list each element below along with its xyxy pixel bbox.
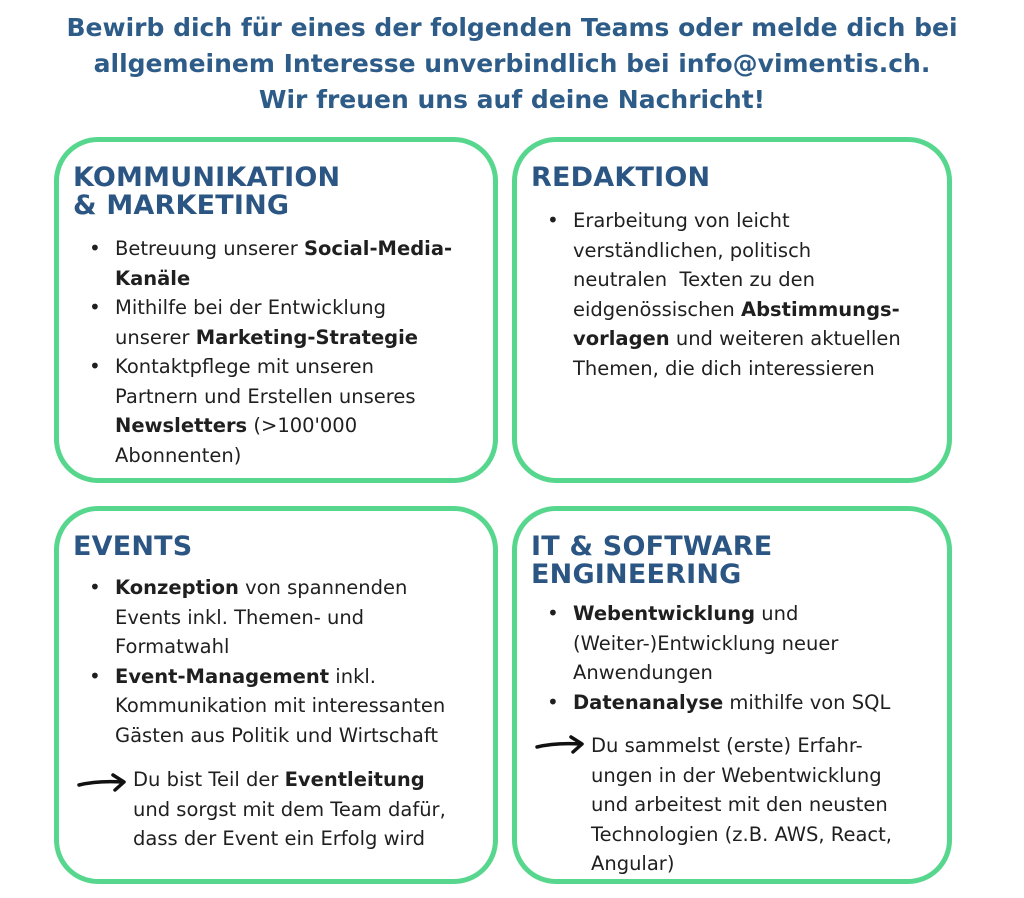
card-redaktion: REDAKTION • Erarbeitung von leicht verst… [512, 137, 952, 483]
card-kommunikation-marketing: KOMMUNIKATION & MARKETING • Betreuung un… [54, 137, 498, 483]
card-it-software-engineering: IT & SOFTWARE ENGINEERING • Webentwicklu… [512, 506, 952, 884]
bullet-icon: • [89, 295, 101, 319]
card-title-line: KOMMUNIKATION [73, 162, 341, 193]
page-header: Bewirb dich für eines der folgenden Team… [0, 10, 1024, 118]
item-list: • Konzeption von spannenden Events inkl.… [73, 573, 445, 750]
item-text-bold: Social-Media- [303, 237, 453, 260]
item-text: Kommunikation mit interessanten [115, 694, 446, 717]
item-text: unserer [115, 325, 196, 349]
item-list: • Webentwicklung und (Weiter-)Entwicklun… [531, 599, 890, 717]
item-text-bold: Abstimmungs- [741, 297, 900, 321]
item-text-bold: vorlagen [573, 327, 670, 350]
item-text: Betreuung unserer [115, 237, 304, 260]
card-title-line: EVENTS [73, 531, 193, 562]
item-text: Formatwahl [115, 635, 230, 658]
item-text: Kontaktpflege mit unseren [115, 355, 374, 378]
item-text: von spannenden [238, 576, 408, 599]
arrow-right-icon [77, 773, 126, 792]
list-item: • Betreuung unserer Social-Media- Kanäle [73, 234, 452, 293]
item-text: neutralen Texten zu den [573, 268, 816, 291]
item-text: Events inkl. Themen- und [115, 605, 365, 629]
item-text: Themen, die dich interessieren [573, 356, 875, 380]
header-line-3: Wir freuen uns auf deine Nachricht! [258, 85, 766, 114]
header-line-1: Bewirb dich für eines der folgenden Team… [66, 13, 958, 42]
bullet-icon: • [89, 236, 101, 260]
item-text: Du sammelst (erste) Erfahr- [591, 734, 863, 757]
list-item: • Konzeption von spannenden Events inkl.… [73, 573, 445, 662]
item-text-bold: Event-Management [115, 664, 330, 688]
list-item: • Erarbeitung von leicht verständlichen,… [531, 206, 901, 383]
bullet-icon: • [547, 208, 559, 232]
card-title: EVENTS [73, 533, 192, 561]
item-text: inkl. [329, 664, 376, 688]
item-text: dass der Event ein Erfolg wird [133, 827, 426, 850]
arrow-note: Du sammelst (erste) Erfahr- ungen in der… [535, 731, 945, 881]
item-text: und arbeitest mit den neusten [591, 793, 888, 816]
item-text-bold: Kanäle [115, 266, 191, 290]
item-text-bold: Webentwicklung [573, 602, 756, 625]
bullet-icon: • [89, 663, 101, 688]
arrow-right-icon [535, 735, 584, 754]
card-events: EVENTS • Konzeption von spannenden Event… [54, 506, 498, 884]
item-text: und weiteren aktuellen [669, 327, 901, 350]
item-text: und sorgst mit dem Team dafür, [133, 797, 446, 821]
list-item: • Mithilfe bei der Entwicklung unserer M… [73, 293, 452, 352]
item-text-bold: Eventleitung [284, 768, 425, 791]
item-text: eidgenössischen [573, 297, 741, 321]
item-text: verständlichen, politisch [573, 238, 812, 262]
item-text: Technologien (z.B. AWS, React, [591, 822, 892, 846]
item-text: Mithilfe bei der Entwicklung [115, 296, 386, 319]
arrow-note-text: Du sammelst (erste) Erfahr- ungen in der… [591, 731, 892, 879]
header-line-2: allgemeinem Interesse unverbindlich bei … [93, 49, 931, 78]
card-title: KOMMUNIKATION & MARKETING [73, 164, 340, 220]
item-text: mithilfe von SQL [723, 690, 891, 714]
item-text: und [755, 602, 799, 625]
item-text: Gästen aus Politik und Wirtschaft [115, 723, 439, 747]
item-text: Partnern und Erstellen unseres [115, 384, 416, 408]
list-item: • Webentwicklung und (Weiter-)Entwicklun… [531, 599, 890, 688]
bullet-icon: • [89, 354, 101, 378]
card-title-line: ENGINEERING [531, 559, 742, 590]
item-text: Du bist Teil der [133, 768, 285, 791]
card-title: REDAKTION [531, 164, 710, 192]
card-title-line: REDAKTION [531, 162, 711, 193]
list-item: • Event-Management inkl. Kommunikation m… [73, 662, 445, 751]
bullet-icon: • [89, 575, 101, 599]
bullet-icon: • [547, 601, 559, 625]
item-text: Erarbeitung von leicht [573, 209, 790, 232]
item-text: (>100'000 [247, 414, 358, 437]
item-list: • Erarbeitung von leicht verständlichen,… [531, 206, 901, 383]
list-item: • Kontaktpflege mit unseren Partnern und… [73, 352, 452, 470]
arrow-note: Du bist Teil der Eventleitung und sorgst… [77, 765, 487, 865]
card-title-line: IT & SOFTWARE [531, 531, 773, 562]
arrow-note-text: Du bist Teil der Eventleitung und sorgst… [133, 765, 446, 854]
item-text: ungen in der Webentwicklung [591, 763, 882, 787]
item-text: (Weiter-)Entwicklung neuer [573, 631, 839, 655]
item-text-bold: Newsletters [115, 414, 248, 437]
item-text: Angular) [591, 852, 675, 875]
item-list: • Betreuung unserer Social-Media- Kanäle… [73, 234, 452, 470]
card-title-line: & MARKETING [73, 190, 290, 221]
item-text-bold: Konzeption [115, 576, 239, 599]
item-text-bold: Marketing-Strategie [195, 325, 419, 349]
card-title: IT & SOFTWARE ENGINEERING [531, 533, 772, 589]
bullet-icon: • [547, 689, 559, 714]
item-text: Abonnenten) [115, 443, 242, 467]
item-text: Anwendungen [573, 661, 713, 684]
item-text-bold: Datenanalyse [573, 690, 724, 714]
list-item: • Datenanalyse mithilfe von SQL [531, 688, 890, 718]
